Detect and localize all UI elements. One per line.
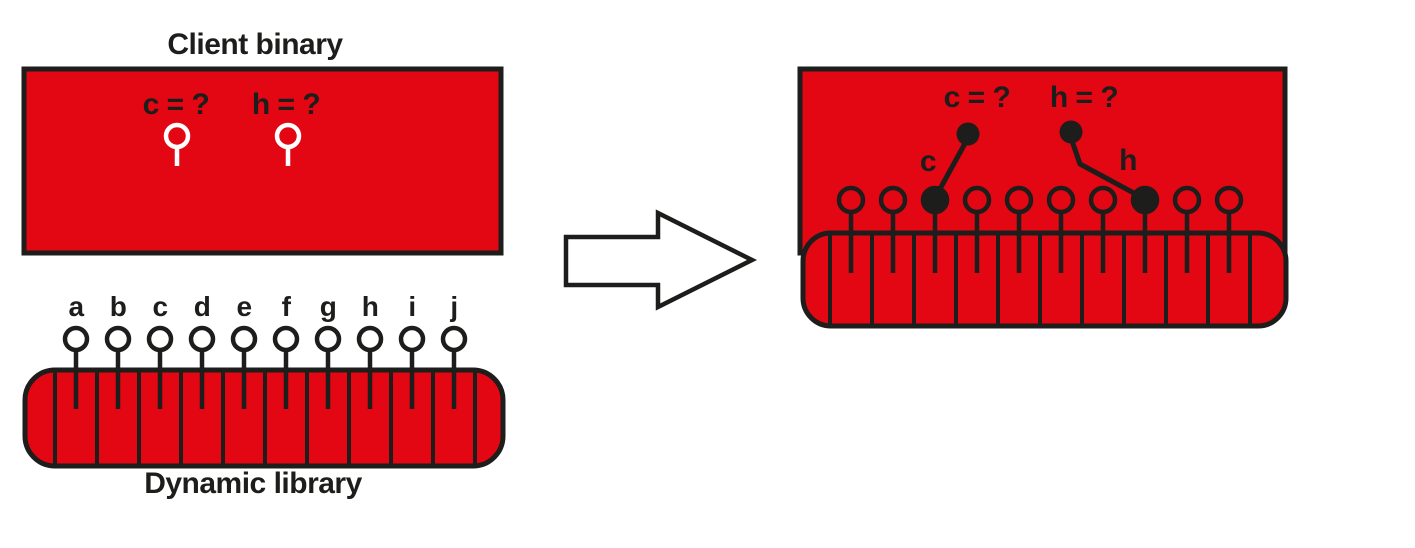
left-pin-c: c [146,291,174,409]
unresolved-symbol-c-label: c = ? [143,88,210,121]
linked-library-body [800,230,1289,329]
left-pin-g: g [314,291,342,409]
linked-library-pins [836,185,1244,273]
left-pin-e: e [230,291,258,409]
binding-line-c [932,136,971,200]
left-pin-f: f [272,291,300,409]
binding-label-c: c [920,145,936,178]
unresolved-symbol-c: c = ? [143,88,210,166]
pin-circle-icon [1172,185,1202,215]
client-binary-title: Client binary [167,28,343,61]
pin-circle-icon [62,325,90,353]
pin-circle-icon [1214,185,1244,215]
pin-circle-icon [836,185,866,215]
right-linked-diagram: c c = ? h h = ? [797,66,1289,329]
left-dynamic-library: a b c d e f g [22,291,506,500]
linked-library-dividers [828,235,1252,324]
left-pin-b: b [104,291,132,409]
binding-h: h h = ? [1050,81,1147,202]
library-dividers [53,372,477,464]
linked-client-binary-box [797,66,1288,256]
pin-circle-icon [188,325,216,353]
pin-circle-icon [878,185,908,215]
left-pin-d: d [188,291,216,409]
pin-circle-icon [272,325,300,353]
pin-circle-icon [104,325,132,353]
pin-circle-icon [962,185,992,215]
binding-c: c c = ? [920,81,1011,200]
pin-label: j [449,291,457,322]
unresolved-pin-c-icon [163,122,191,150]
pin-circle-icon [1004,185,1034,215]
left-pin-j: j [440,291,468,409]
binding-line-h [1068,137,1147,202]
left-pin-a: a [62,291,90,409]
pin-circle-icon [1088,185,1118,215]
unresolved-symbol-h-label: h = ? [252,88,320,121]
pin-label: i [408,291,415,322]
resolved-symbol-c-dot-icon [956,122,980,146]
right-arrow-icon [563,209,758,311]
pin-label: d [194,291,211,322]
client-binary-box [21,66,504,256]
left-client-binary: Client binary c = ? h = ? [21,28,504,256]
pin-label: e [236,291,251,322]
left-pin-h: h [356,291,384,409]
pin-circle-icon [398,325,426,353]
pin-circle-icon [146,325,174,353]
bound-pin-c-icon [920,185,950,215]
pin-label: h [362,291,379,322]
dynamic-library-label: Dynamic library [144,467,362,500]
left-pin-i: i [398,291,426,409]
pin-circle-icon [1046,185,1076,215]
pin-label: a [68,291,84,322]
unresolved-symbol-h: h = ? [252,88,321,166]
resolved-symbol-h-label: h = ? [1050,81,1118,114]
pin-label: b [110,291,127,322]
resolved-symbol-h-dot-icon [1059,120,1083,144]
pin-label: f [282,291,292,322]
resolved-symbol-c-label: c = ? [944,81,1011,114]
pin-circle-icon [314,325,342,353]
pin-circle-icon [230,325,258,353]
pin-circle-icon [440,325,468,353]
pin-circle-icon [356,325,384,353]
unresolved-pin-h-icon [274,122,302,150]
pin-label: c [152,291,167,322]
bound-pin-h-icon [1130,185,1160,215]
binding-label-h: h [1119,144,1137,177]
pin-label: g [320,291,337,322]
